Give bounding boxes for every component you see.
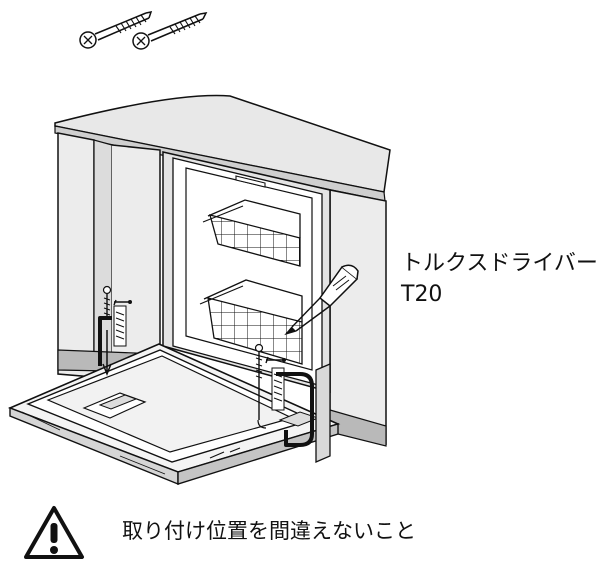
warning-text: 取り付け位置を間違えないこと (122, 519, 416, 543)
torx-driver-label: トルクスドライバー T20 (401, 248, 598, 310)
screw-icon (79, 11, 153, 49)
dishwasher-body (162, 151, 331, 393)
warning-box: 取り付け位置を間違えないこと (23, 505, 583, 559)
right-cabinet (329, 189, 387, 447)
right-mounting-screw (254, 343, 314, 447)
screwdriver-icon (284, 264, 359, 336)
countertop (54, 94, 391, 202)
warning-triangle-icon (24, 506, 84, 559)
lower-rack (199, 279, 303, 365)
upper-rack (202, 199, 301, 267)
left-mounting-screw (98, 285, 132, 377)
left-cabinet (57, 132, 161, 379)
screw-icon (132, 12, 208, 50)
torx-driver-label-line1: トルクスドライバー (401, 251, 598, 276)
door-side-panel (315, 363, 331, 463)
torx-driver-label-line2: T20 (401, 282, 443, 307)
dishwasher-door (7, 343, 341, 486)
